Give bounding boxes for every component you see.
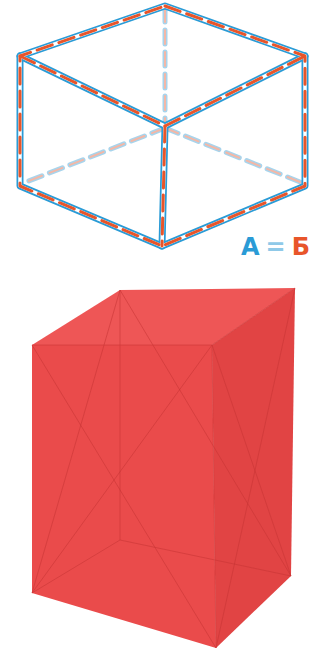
equation-term: Б bbox=[292, 234, 310, 260]
equals-sign: = bbox=[266, 234, 286, 260]
cube-wireframe bbox=[20, 6, 305, 246]
equation-term: А bbox=[241, 234, 260, 260]
equation: А=Б bbox=[180, 234, 310, 260]
red-box bbox=[32, 288, 295, 648]
